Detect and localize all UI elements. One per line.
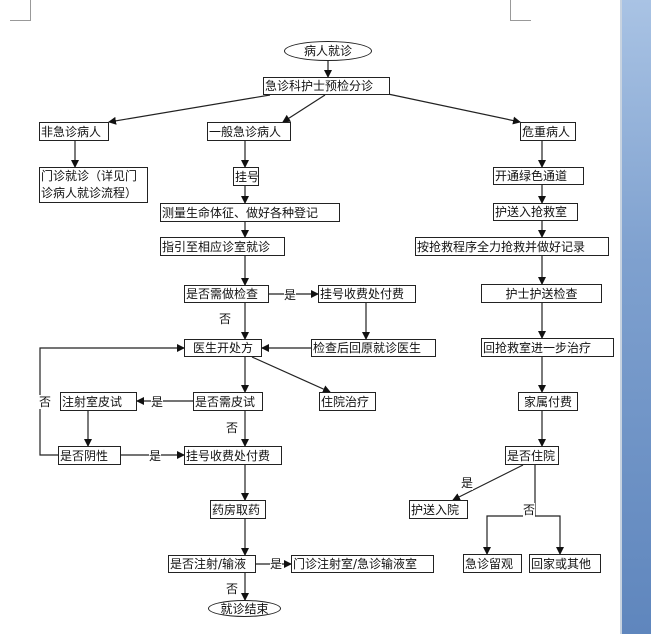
need-skin-test-node: 是否需皮试 [193, 392, 263, 411]
document-page: 病人就诊 急诊科护士预检分诊 非急诊病人 一般急诊病人 危重病人 门诊就诊（详见… [10, 0, 614, 617]
arrow [251, 356, 331, 393]
yes-label: 是 [461, 476, 474, 490]
family-pay-node: 家属付费 [518, 392, 578, 411]
triage-node: 急诊科护士预检分诊 [263, 77, 390, 95]
outpatient-node: 门诊就诊（详见门诊病人就诊流程） [39, 167, 148, 203]
no-label: 否 [226, 421, 239, 435]
yes-label: 是 [151, 395, 164, 409]
pay-exam-node: 挂号收费处付费 [318, 285, 416, 303]
return-doctor-node: 检查后回原就诊医生 [311, 339, 436, 357]
window-side-panel [620, 0, 651, 634]
guide-node: 指引至相应诊室就诊 [160, 237, 285, 256]
rescue-node: 按抢救程序全力抢救并做好记录 [415, 237, 609, 256]
page-corner-mark-right [510, 0, 531, 21]
negative-node: 是否阴性 [58, 446, 121, 465]
no-label: 否 [226, 582, 239, 596]
page-corner-mark-left [10, 0, 31, 21]
arrow [387, 93, 521, 125]
green-channel-node: 开通绿色通道 [493, 167, 584, 185]
arrow [108, 94, 271, 125]
no-label: 否 [39, 395, 52, 409]
arrow [282, 94, 326, 123]
skin-test-room-node: 注射室皮试 [60, 392, 137, 411]
register-node: 挂号 [233, 167, 259, 186]
pharmacy-node: 药房取药 [210, 500, 266, 519]
no-label: 否 [523, 503, 536, 517]
vitals-node: 测量生命体征、做好各种登记 [160, 203, 340, 222]
pay-drug-node: 挂号收费处付费 [184, 446, 282, 465]
to-rescue-node: 护送入抢救室 [493, 203, 578, 221]
hospitalize-treat-node: 住院治疗 [319, 392, 376, 411]
observe-node: 急诊留观 [463, 554, 522, 573]
arrow [535, 515, 564, 555]
home-node: 回家或其他 [529, 554, 601, 573]
escort-admit-node: 护送入院 [409, 500, 468, 519]
critical-node: 危重病人 [520, 122, 576, 141]
admit-node: 是否住院 [505, 446, 559, 465]
back-rescue-node: 回抢救室进一步治疗 [481, 338, 614, 357]
yes-label: 是 [270, 557, 283, 571]
prescribe-node: 医生开处方 [184, 339, 262, 357]
general-emergency-node: 一般急诊病人 [207, 122, 291, 141]
non-emergency-node: 非急诊病人 [39, 122, 109, 141]
no-label: 否 [219, 312, 232, 326]
yes-label: 是 [149, 449, 162, 463]
arrow [483, 465, 536, 555]
yes-label: 是 [284, 288, 297, 302]
injection-room-node: 门诊注射室/急诊输液室 [291, 555, 434, 573]
need-injection-node: 是否注射/输液 [168, 555, 256, 573]
escort-exam-node: 护士护送检查 [481, 284, 602, 303]
arrow [452, 464, 524, 501]
start-node: 病人就诊 [284, 41, 372, 61]
end-node: 就诊结束 [208, 600, 281, 617]
flowchart-connectors [39, 61, 564, 601]
need-exam-node: 是否需做检查 [184, 285, 269, 303]
